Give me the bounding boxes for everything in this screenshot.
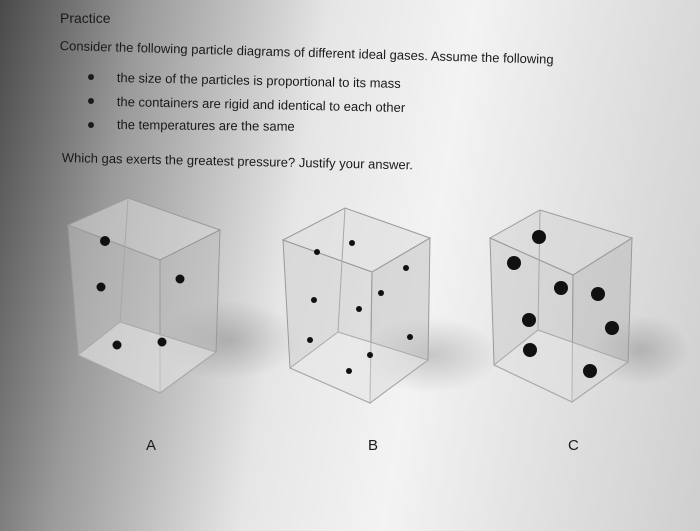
particle	[583, 364, 597, 378]
particle	[157, 337, 167, 347]
container-a	[66, 197, 300, 394]
particle	[356, 306, 362, 312]
particle	[591, 287, 605, 301]
particle	[346, 368, 352, 374]
label-a: A	[146, 437, 157, 454]
particle	[307, 337, 313, 343]
particle	[349, 240, 355, 246]
page-title: Practice	[60, 10, 111, 26]
container-c	[488, 209, 690, 403]
particle	[605, 321, 619, 335]
particle	[523, 343, 537, 357]
particle	[311, 297, 317, 303]
worksheet-text: Practice Consider the following particle…	[0, 0, 700, 200]
particle	[314, 249, 320, 255]
particle	[407, 334, 413, 340]
particle	[96, 282, 106, 292]
particle	[367, 352, 373, 358]
particle	[554, 281, 568, 295]
label-c: C	[568, 437, 579, 454]
particle	[507, 256, 521, 270]
particle	[522, 313, 536, 327]
bullet-dot	[88, 98, 94, 104]
particle	[112, 340, 122, 350]
bullet-dot	[88, 122, 94, 128]
particle	[378, 290, 384, 296]
particle	[403, 265, 409, 271]
particle	[532, 230, 546, 244]
particle	[100, 236, 110, 246]
container-b	[281, 207, 500, 405]
particle	[175, 274, 185, 284]
label-b: B	[368, 437, 379, 454]
bullet-dot	[88, 74, 94, 80]
